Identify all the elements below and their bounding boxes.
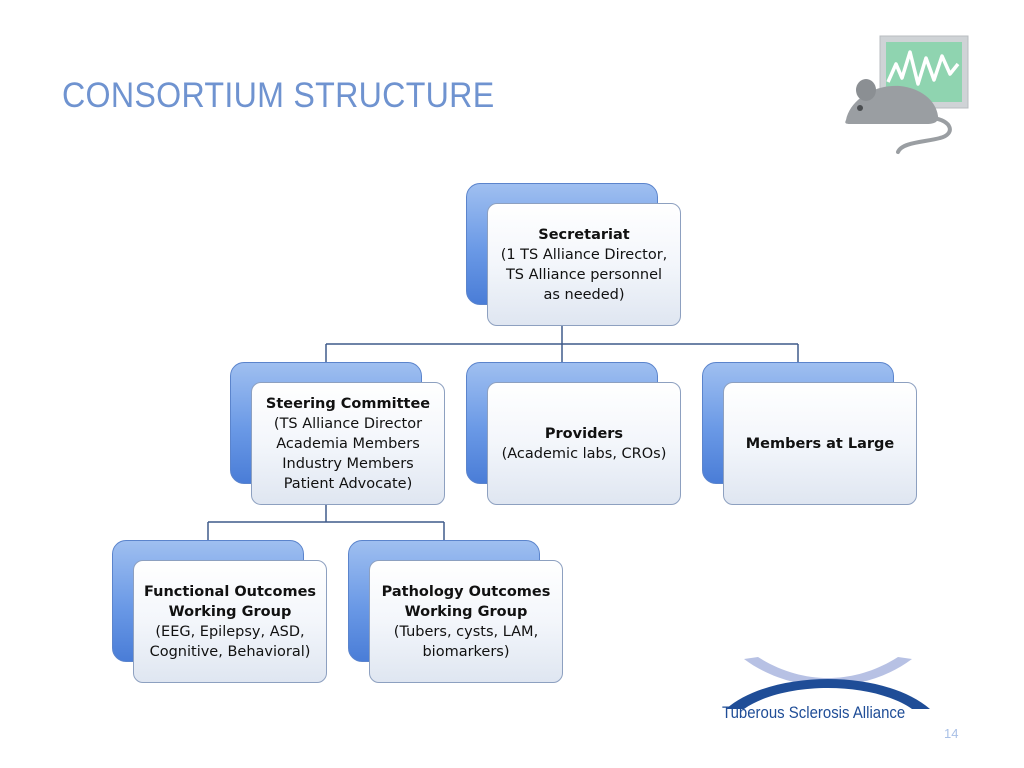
node-heading-2: Working Group xyxy=(168,603,292,620)
node-front-pathology: Pathology Outcomes Working Group (Tubers… xyxy=(369,560,563,683)
node-line: (Tubers, cysts, LAM, xyxy=(393,623,539,640)
node-heading: Members at Large xyxy=(745,435,895,452)
node-line: Academia Members xyxy=(276,435,420,452)
logo-text: Tuberous Sclerosis Alliance xyxy=(722,703,906,722)
node-front-functional: Functional Outcomes Working Group (EEG, … xyxy=(133,560,327,683)
node-line: (Academic labs, CROs) xyxy=(501,445,667,462)
node-front-providers: Providers (Academic labs, CROs) xyxy=(487,382,681,505)
page-number: 14 xyxy=(944,726,959,741)
node-line: TS Alliance personnel xyxy=(505,266,663,283)
node-heading: Steering Committee xyxy=(265,395,431,412)
node-heading: Providers xyxy=(544,425,624,442)
node-line: Patient Advocate) xyxy=(283,475,413,492)
ts-alliance-logo-icon xyxy=(726,657,930,709)
node-front-members: Members at Large xyxy=(723,382,917,505)
node-heading: Functional Outcomes xyxy=(143,583,317,600)
node-line: (TS Alliance Director xyxy=(273,415,423,432)
node-line: as needed) xyxy=(543,286,625,303)
node-front-secretariat: Secretariat (1 TS Alliance Director, TS … xyxy=(487,203,681,326)
slide-title: CONSORTIUM STRUCTURE xyxy=(62,76,495,115)
node-line: Cognitive, Behavioral) xyxy=(149,643,311,660)
node-line: (1 TS Alliance Director, xyxy=(500,246,668,263)
node-line: biomarkers) xyxy=(422,643,510,660)
node-line: Industry Members xyxy=(282,455,414,472)
mouse-monitor-icon xyxy=(845,35,969,154)
node-heading-2: Working Group xyxy=(404,603,528,620)
node-line: (EEG, Epilepsy, ASD, xyxy=(155,623,305,640)
node-heading: Pathology Outcomes xyxy=(381,583,551,600)
node-front-steering: Steering Committee (TS Alliance Director… xyxy=(251,382,445,505)
node-heading: Secretariat xyxy=(538,226,630,243)
